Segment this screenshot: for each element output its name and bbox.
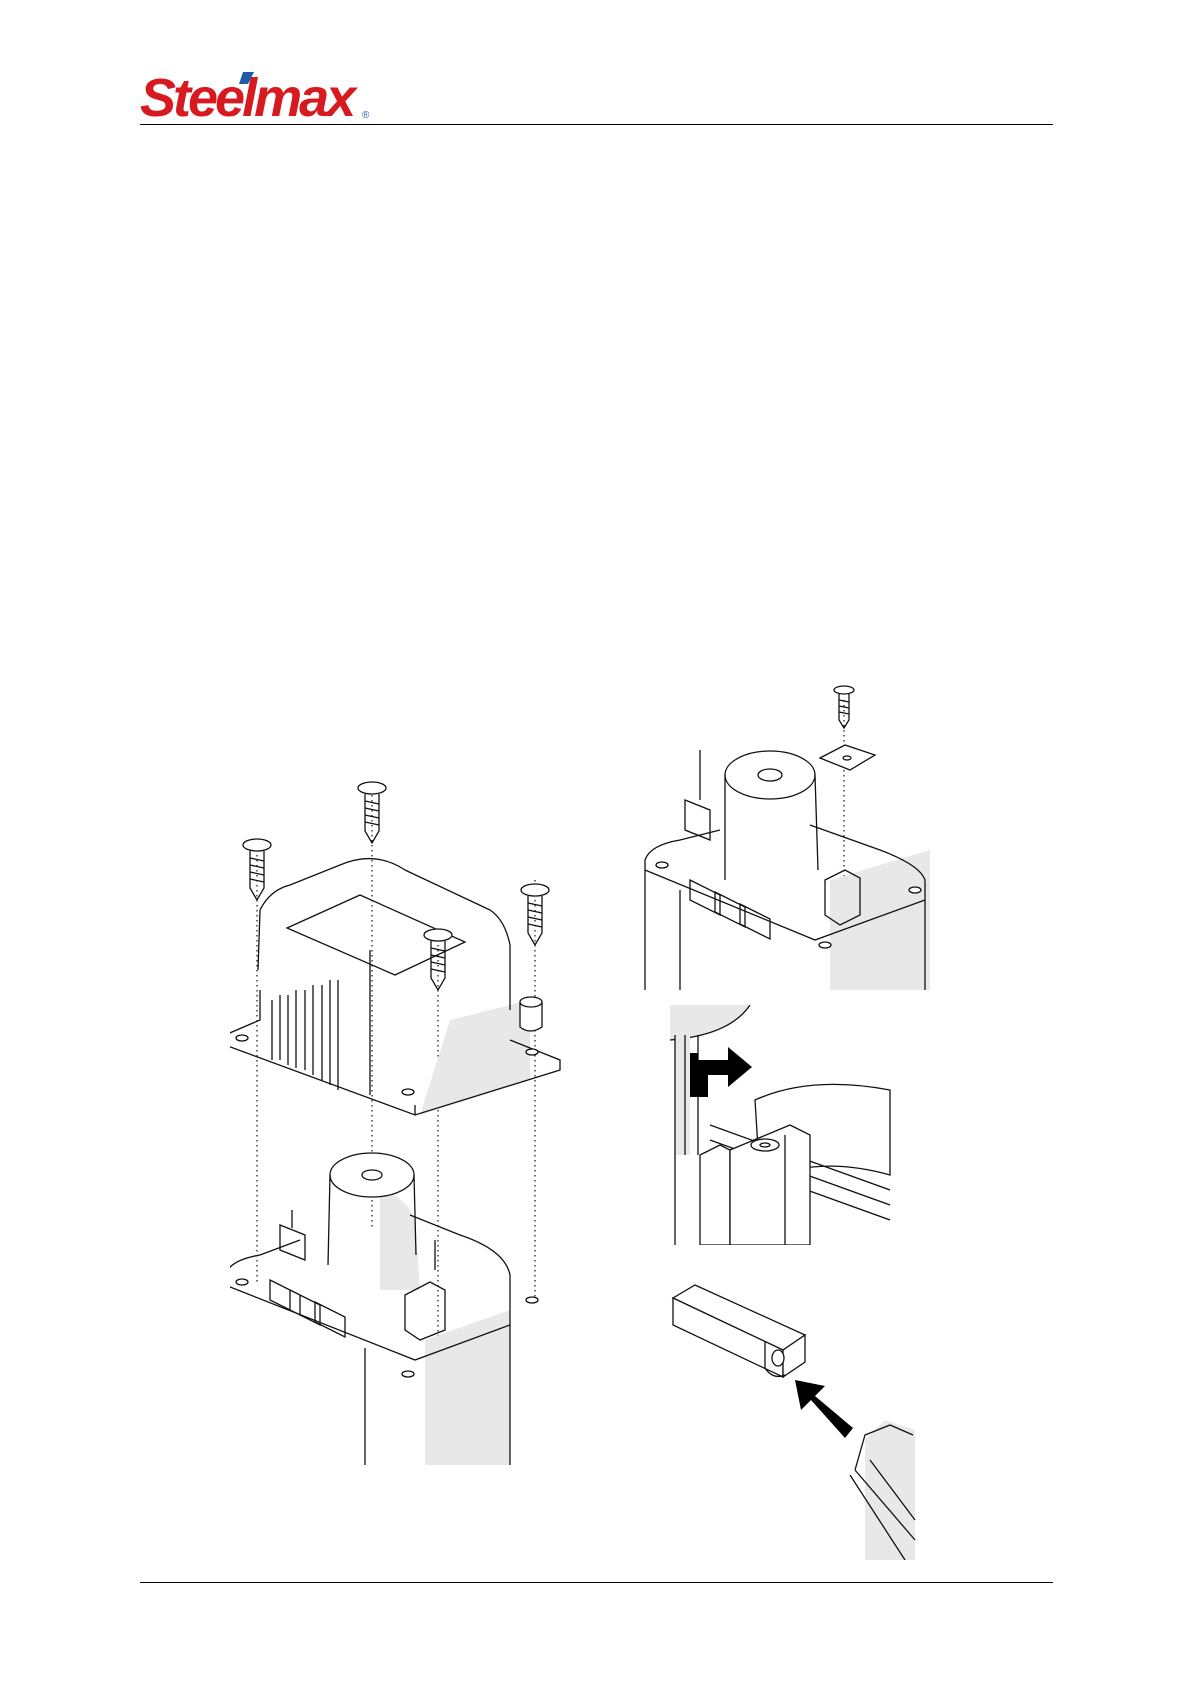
motor-body-icon [230,1153,538,1465]
brush-lift-arrow-illustration [670,1005,900,1245]
motor-cover-exploded-illustration [230,770,590,1470]
motor-cover-icon [230,859,560,1115]
carbon-brush-icon [673,1285,805,1377]
insert-arrow-icon [795,1380,853,1438]
footer-rule [140,1582,1053,1583]
screw-icon [358,782,386,843]
screw-icon [834,686,854,728]
brush-holder-clip-illustration [640,680,960,990]
clip-icon [820,745,875,770]
steelmax-logo: Steelmax ® [140,68,380,126]
brush-insert-arrow-illustration [665,1270,925,1560]
header-rule [140,124,1053,125]
curved-arrow-icon [690,1047,752,1097]
registered-mark: ® [362,110,370,121]
